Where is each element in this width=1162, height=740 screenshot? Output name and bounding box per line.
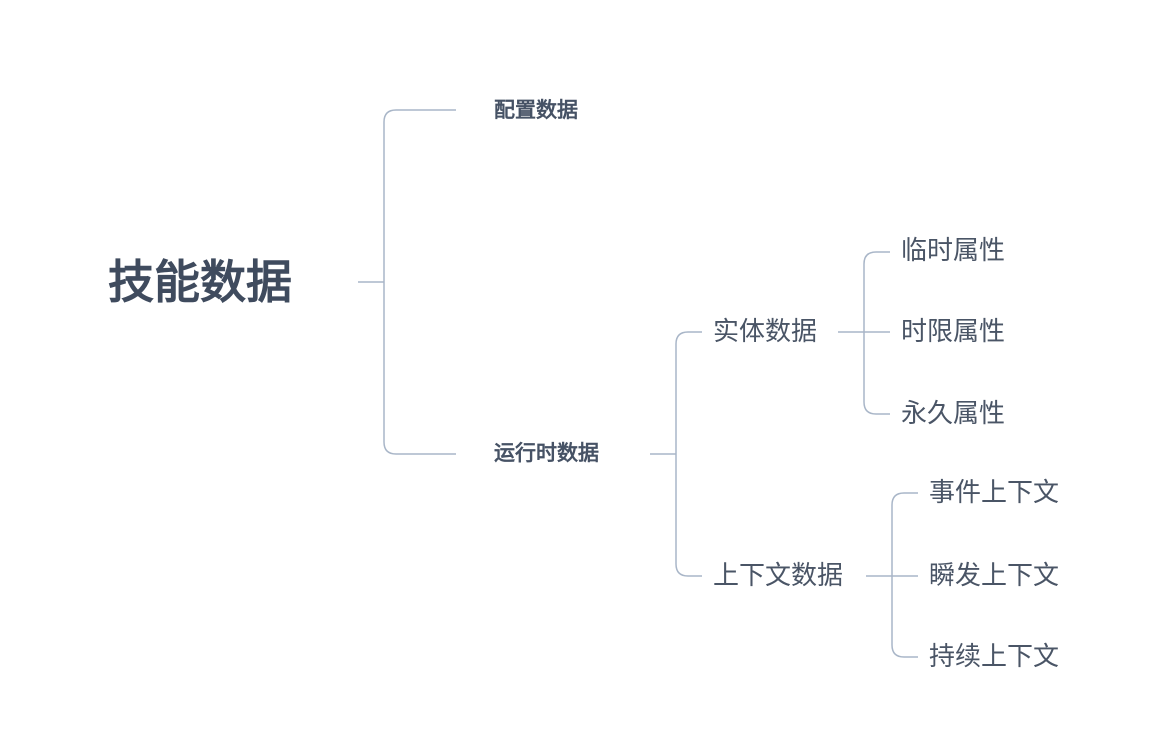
node-permanent-attribute: 永久属性 <box>901 399 1006 429</box>
node-timed-attribute: 时限属性 <box>901 317 1006 347</box>
connector-runtime-to-context <box>675 454 702 577</box>
node-event-context: 事件上下文 <box>929 478 1060 508</box>
node-entity-data: 实体数据 <box>713 317 818 347</box>
connector-entity-to-permanent <box>863 332 890 415</box>
node-continuous-context: 持续上下文 <box>929 642 1060 672</box>
node-temporary-attribute: 临时属性 <box>901 236 1006 266</box>
connector-context-to-continuous <box>891 576 918 658</box>
node-instant-context: 瞬发上下文 <box>929 561 1060 591</box>
connector-root-to-runtime <box>383 282 456 455</box>
root-node-skill-data: 技能数据 <box>108 255 292 309</box>
node-runtime-data: 运行时数据 <box>494 441 599 465</box>
node-context-data: 上下文数据 <box>713 561 844 591</box>
connector-context-to-event <box>866 492 918 577</box>
node-config-data: 配置数据 <box>494 98 578 122</box>
connector-root-to-config <box>358 109 456 283</box>
connector-entity-to-temp <box>838 251 890 333</box>
connector-runtime-to-entity <box>650 331 702 455</box>
